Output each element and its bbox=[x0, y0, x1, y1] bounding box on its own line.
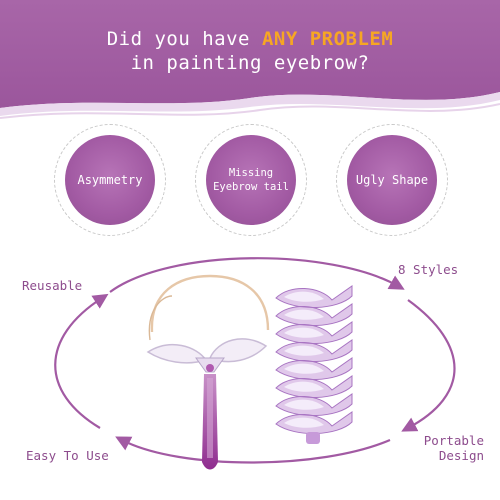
headline-line-2: in painting eyebrow? bbox=[130, 52, 370, 74]
cycle-arc-bottom bbox=[115, 436, 391, 464]
eyebrow-stencil-set-icon bbox=[275, 285, 353, 444]
headline-accent: ANY PROBLEM bbox=[261, 28, 394, 50]
feature-portable-line-2: Design bbox=[438, 448, 484, 463]
feature-8-styles: 8 Styles bbox=[398, 262, 459, 277]
cycle-arc-left bbox=[54, 293, 109, 429]
problem-label: Missing Eyebrow tail bbox=[213, 166, 289, 194]
feature-portable-line-1: Portable bbox=[423, 433, 484, 448]
problem-disc: Asymmetry bbox=[65, 135, 155, 225]
stencil-cutout bbox=[284, 363, 324, 374]
eyebrow-stencil-holder-icon bbox=[146, 274, 270, 470]
stencil-cutout bbox=[284, 345, 324, 356]
cycle-arc-right bbox=[401, 299, 456, 432]
stencil-cutout bbox=[284, 291, 324, 302]
wave-ribbon-line bbox=[0, 103, 500, 119]
headline-prefix: Did you have bbox=[106, 28, 262, 50]
stencil-tab bbox=[306, 432, 320, 444]
problem-label: Asymmetry bbox=[77, 173, 143, 187]
stencil-cutout bbox=[284, 417, 324, 428]
wave-ribbon bbox=[0, 92, 500, 116]
feature-easy-to-use: Easy To Use bbox=[26, 448, 109, 463]
stencil-cutout bbox=[284, 381, 324, 392]
feature-portable-design: Portable Design bbox=[408, 433, 484, 463]
header-banner bbox=[0, 0, 500, 108]
cycle-arc-top bbox=[109, 257, 405, 293]
stencil-cutout bbox=[284, 309, 324, 320]
problem-circle-asymmetry: Asymmetry bbox=[54, 124, 166, 236]
headline-line-1: Did you have ANY PROBLEM bbox=[0, 28, 500, 50]
stencil-cutout bbox=[284, 399, 324, 410]
problem-disc: Missing Eyebrow tail bbox=[206, 135, 296, 225]
problem-circle-missing-tail: Missing Eyebrow tail bbox=[195, 124, 307, 236]
problem-label-line-2: Eyebrow tail bbox=[213, 181, 289, 193]
problem-label-line-1: Missing bbox=[228, 167, 274, 179]
problem-disc: Ugly Shape bbox=[347, 135, 437, 225]
feature-reusable: Reusable bbox=[22, 278, 83, 293]
stencil-cutout bbox=[284, 327, 324, 338]
problem-label: Ugly Shape bbox=[355, 173, 429, 187]
problem-circle-ugly-shape: Ugly Shape bbox=[336, 124, 448, 236]
